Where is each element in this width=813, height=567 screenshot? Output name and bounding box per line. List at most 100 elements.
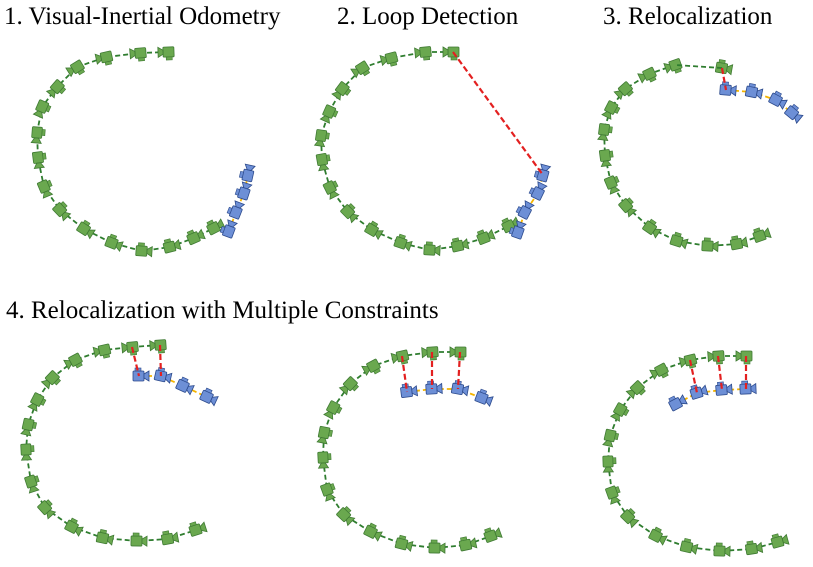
p4a-loop-edge-1 (130, 346, 141, 377)
p1-current-camera-1 (219, 219, 238, 239)
p3-map-camera-13 (752, 227, 772, 243)
panel-4-title: 4. Relocalization with Multiple Constrai… (6, 297, 439, 324)
p2-map-camera-4 (350, 60, 371, 79)
p4a-current-camera-1 (132, 367, 150, 382)
p4b-map-camera-15 (483, 527, 503, 543)
p4c-map-camera-5 (625, 380, 646, 400)
p2-map-trajectory (320, 51, 510, 251)
p3-map-camera-7 (603, 175, 621, 195)
p4c-map-camera-9 (605, 485, 621, 505)
p3-current-camera-4 (784, 103, 804, 124)
p2-map-camera-15 (476, 228, 496, 245)
p2-map-camera-13 (423, 241, 441, 257)
p4c-current-camera-3 (715, 381, 733, 396)
p1-map-camera-8 (31, 151, 47, 170)
p4a-loop-edge-2 (158, 344, 163, 377)
p4b-map-camera-1 (449, 346, 467, 361)
p4b-map-camera-12 (394, 534, 414, 553)
p4b-map-camera-6 (323, 400, 343, 420)
p4c-map-camera-3 (678, 353, 698, 369)
p4b-map-camera-13 (428, 539, 446, 554)
panel-1-title: 1. Visual-Inertial Odometry (4, 3, 281, 30)
p4a-current-camera-3 (175, 376, 195, 396)
p2-map-camera-10 (340, 203, 360, 224)
p3-map-camera-12 (729, 235, 749, 251)
p3-map-camera-5 (597, 123, 613, 142)
p4c-map-camera-6 (609, 402, 630, 422)
p2-loop-edge (452, 51, 544, 176)
p4c-map-camera-14 (745, 540, 764, 556)
p4b-map-camera-9 (320, 482, 336, 502)
p1-map-camera-1 (157, 46, 175, 61)
p4b-map-camera-14 (458, 536, 478, 552)
p1-map-camera-11 (76, 219, 96, 240)
p4a-current-camera-4 (199, 387, 219, 407)
p2-current-camera-3 (528, 181, 548, 201)
p1-map-camera-7 (30, 126, 46, 144)
p4a-current-camera-2 (153, 366, 173, 384)
p4a-map-camera-9 (24, 474, 40, 494)
p4a-map-camera-7 (20, 417, 38, 437)
p4c-map-camera-10 (620, 508, 640, 529)
p3-map-camera-11 (701, 237, 719, 253)
p2-current-camera-2 (515, 200, 535, 220)
p4c-map-camera-8 (602, 455, 617, 473)
p1-map-camera-9 (36, 179, 54, 199)
p4a-map-camera-4 (63, 352, 83, 370)
p4a-map-camera-15 (188, 521, 208, 537)
p1-current-camera-4 (238, 163, 256, 183)
p4c-current-camera-2 (689, 384, 709, 400)
p4a-current-trajectory (139, 375, 208, 398)
p3-current-camera-2 (744, 83, 764, 100)
p1-map-camera-2 (129, 47, 147, 62)
p1-map-camera-13 (135, 242, 153, 258)
p4a-map-camera-3 (92, 343, 112, 359)
p3-map-camera-2 (637, 66, 657, 84)
p3-map-camera-9 (642, 218, 662, 239)
p4a-map-camera-14 (160, 530, 180, 546)
p1-map-camera-14 (162, 238, 182, 254)
p4b-map-camera-3 (390, 349, 410, 365)
p4b-current-camera-3 (450, 380, 470, 397)
p2-current-camera-1 (508, 220, 527, 240)
p4c-map-camera-13 (713, 542, 731, 558)
p4b-current-camera-4 (474, 388, 494, 407)
p1-map-camera-10 (52, 201, 72, 222)
p1-map-camera-16 (206, 218, 226, 236)
p1-map-camera-6 (32, 99, 52, 119)
p4c-map-camera-7 (602, 428, 620, 448)
p2-map-camera-8 (315, 152, 331, 172)
p4c-map-camera-1 (735, 350, 753, 365)
p4b-map-camera-7 (316, 425, 333, 445)
p4b-current-camera-1 (400, 383, 419, 398)
p4c-map-camera-2 (707, 350, 725, 365)
p4c-loop-edge-1 (688, 359, 699, 394)
p4a-map-camera-8 (20, 443, 35, 461)
p4a-map-camera-1 (149, 339, 167, 354)
p2-map-camera-2 (414, 46, 432, 61)
p4c-map-camera-15 (770, 533, 790, 549)
p4b-map-camera-10 (336, 506, 356, 527)
p4a-map-camera-13 (130, 532, 148, 547)
p1-map-trajectory (36, 51, 215, 252)
p1-map-camera-12 (104, 233, 124, 253)
p1-map-camera-15 (186, 228, 206, 246)
p4c-map-camera-12 (679, 537, 699, 555)
p4a-map-camera-12 (95, 528, 115, 546)
p3-map-camera-10 (669, 231, 689, 250)
p4a-map-camera-11 (64, 517, 84, 537)
p3-map-camera-3 (613, 81, 634, 101)
p2-map-camera-3 (379, 51, 399, 67)
p2-map-camera-11 (364, 220, 384, 241)
p3-current-camera-1 (719, 81, 737, 97)
p1-map-camera-5 (45, 79, 67, 99)
p2-map-camera-7 (313, 129, 330, 148)
p4c-current-camera-1 (668, 394, 688, 412)
p2-map-camera-5 (331, 81, 352, 101)
p2-map-camera-14 (450, 237, 470, 253)
p3-map-camera-4 (601, 100, 621, 120)
p4c-current-trajectory (675, 388, 747, 405)
p3-map-camera-1 (663, 58, 683, 74)
p2-map-camera-6 (319, 104, 339, 124)
